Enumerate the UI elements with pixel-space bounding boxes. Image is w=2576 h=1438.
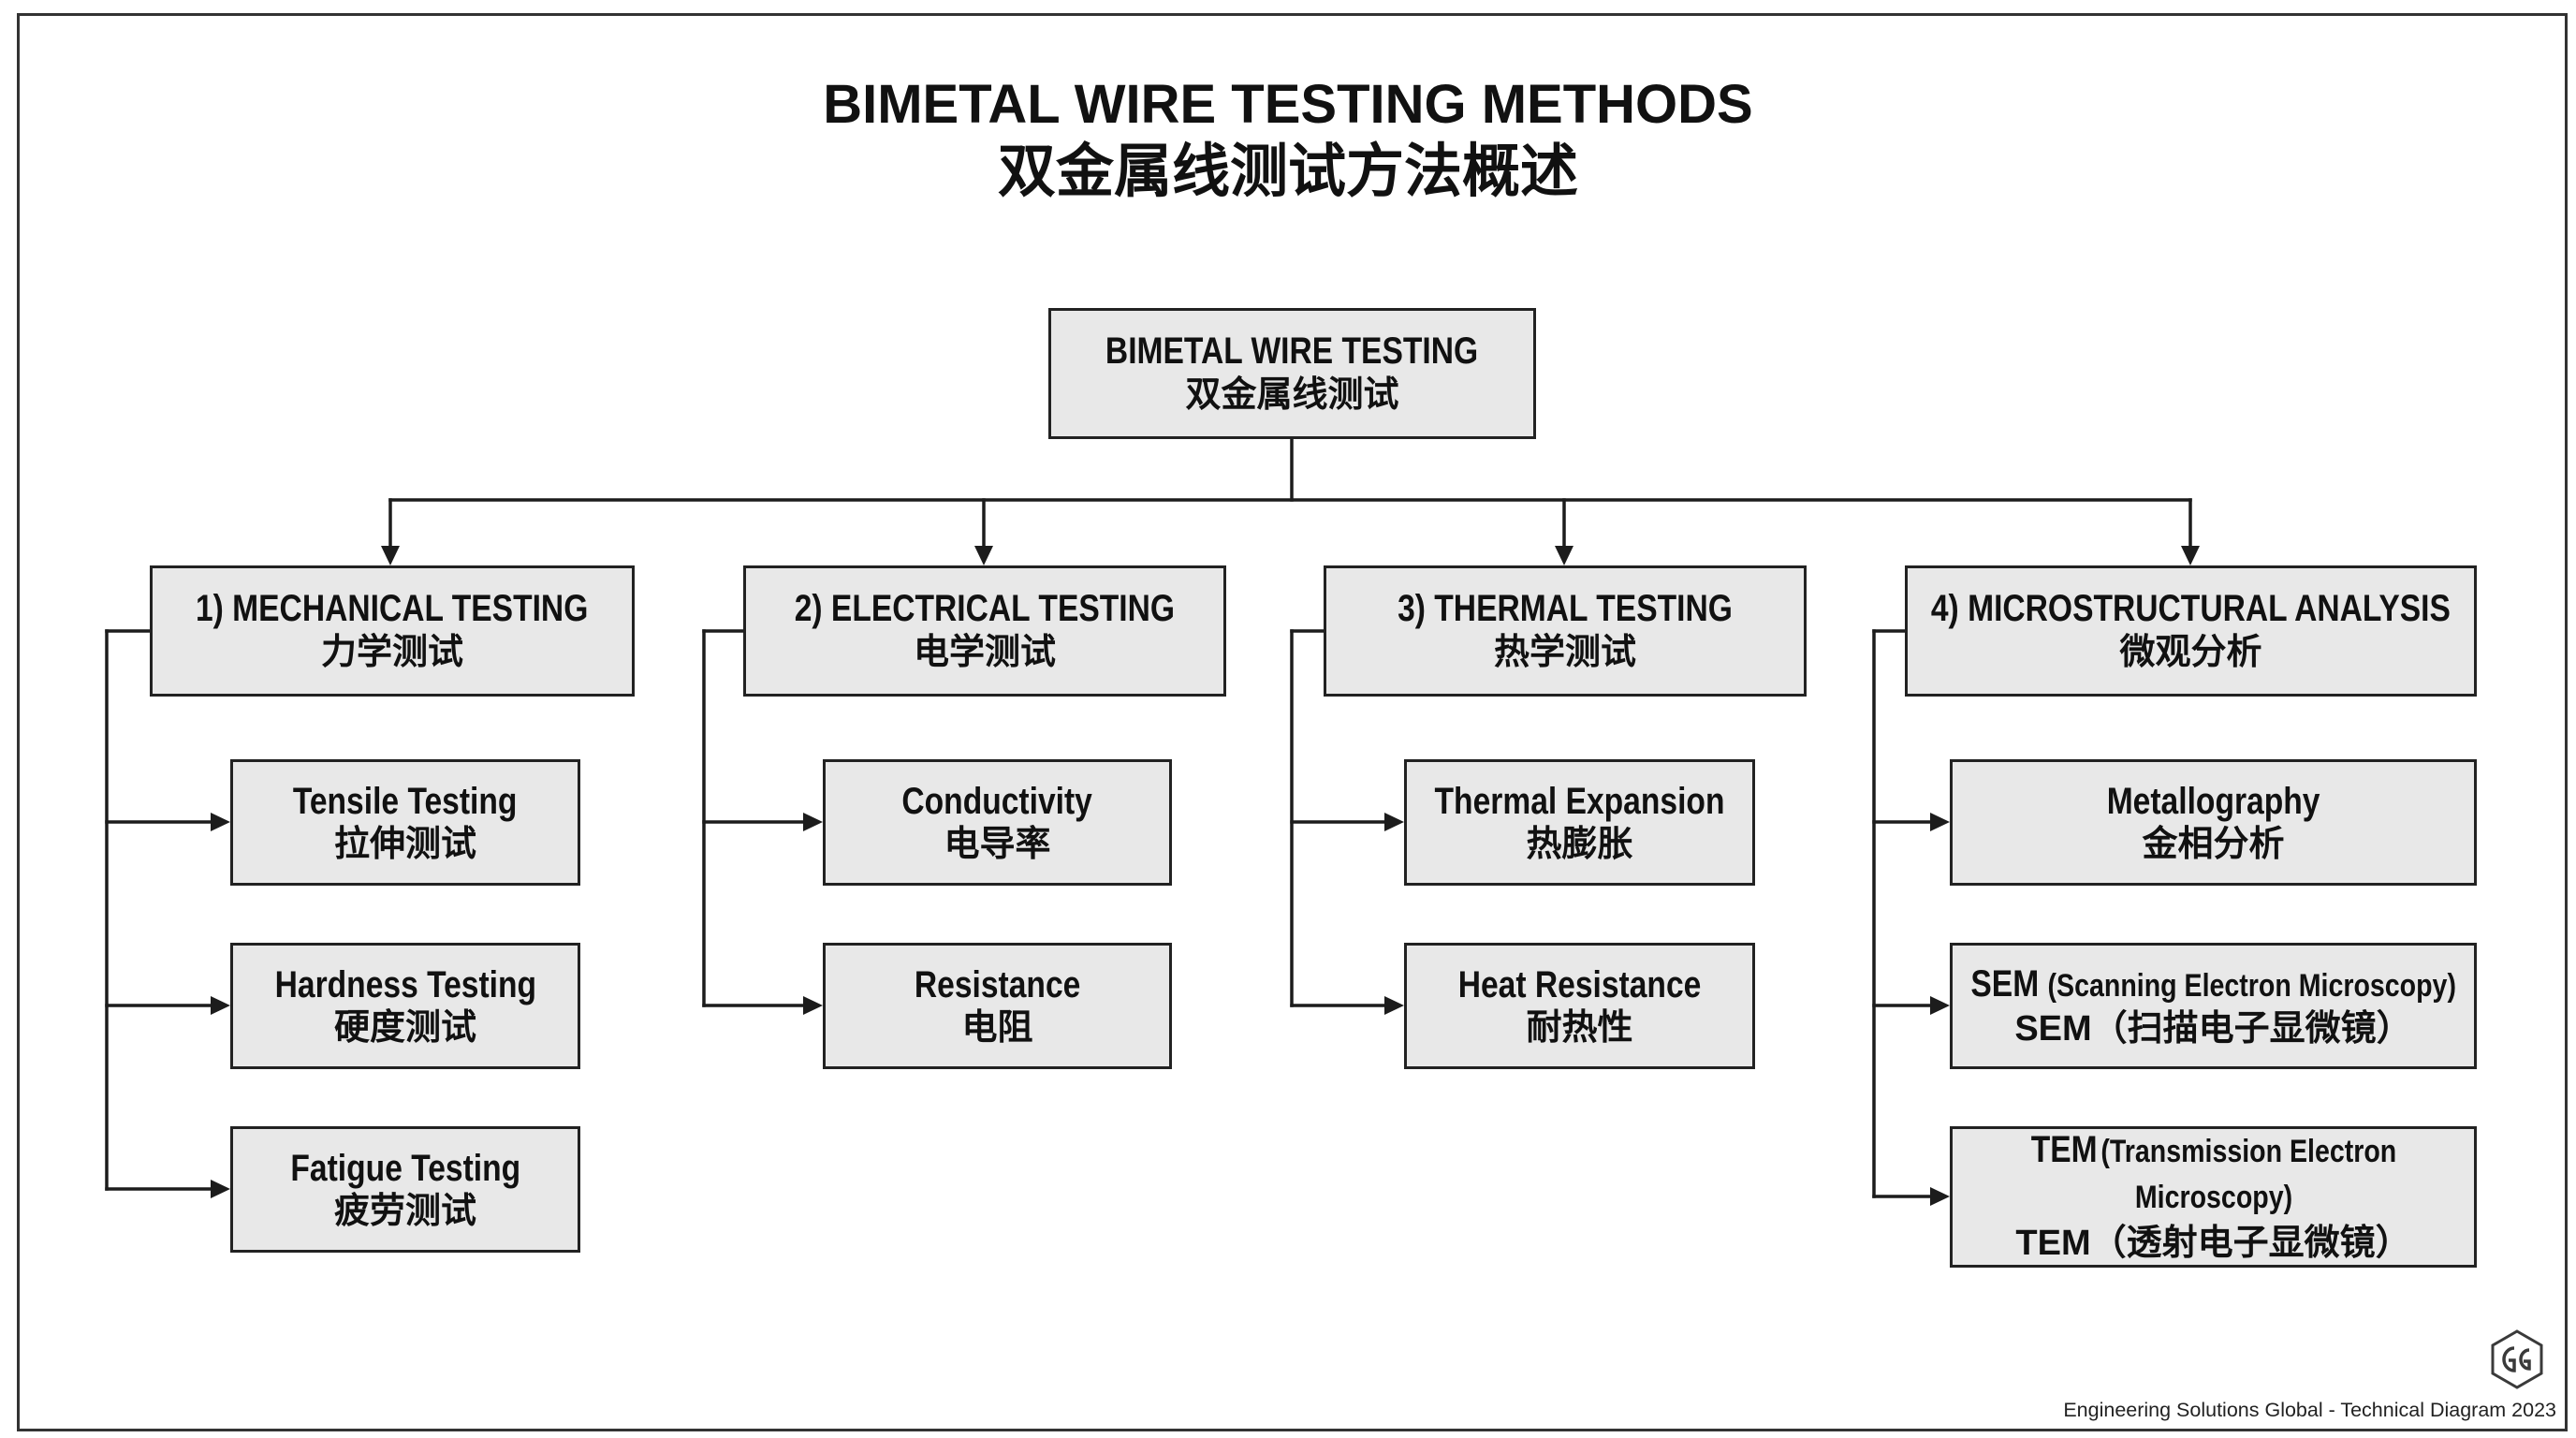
method-label-chinese: 金相分析 <box>2142 824 2285 864</box>
page-title: BIMETAL WIRE TESTING METHODS <box>823 74 1753 135</box>
method-abbreviation: SEM <box>1970 962 2040 1005</box>
root-node: BIMETAL WIRE TESTING 双金属线测试 <box>1048 308 1536 439</box>
method-label: TEM (Transmission Electron Microscopy) <box>1993 1130 2433 1224</box>
root-node-label: BIMETAL WIRE TESTING <box>1105 330 1479 372</box>
method-label: Metallography <box>2106 780 2320 822</box>
method-label: Thermal Expansion <box>1434 780 1725 822</box>
category-label-chinese: 力学测试 <box>320 633 463 672</box>
method-node-heat-resistance: Heat Resistance 耐热性 <box>1404 943 1755 1069</box>
method-label: Heat Resistance <box>1457 963 1702 1005</box>
category-label: 2) ELECTRICAL TESTING <box>794 588 1176 629</box>
method-node-tensile-testing: Tensile Testing 拉伸测试 <box>230 759 580 886</box>
method-label: SEM (Scanning Electron Microscopy) <box>1970 962 2456 1007</box>
method-label-chinese: 电导率 <box>944 824 1051 864</box>
method-node-fatigue-testing: Fatigue Testing 疲劳测试 <box>230 1126 580 1253</box>
category-label-chinese: 电学测试 <box>913 633 1056 672</box>
category-node-microstructural: 4) MICROSTRUCTURAL ANALYSIS 微观分析 <box>1905 565 2477 697</box>
method-abbreviation: TEM <box>2030 1129 2098 1170</box>
method-label-chinese: 电阻 <box>961 1007 1033 1048</box>
method-full-name: (Transmission Electron Microscopy) <box>2100 1134 2396 1215</box>
method-node-metallography: Metallography 金相分析 <box>1950 759 2477 886</box>
category-label-chinese: 微观分析 <box>2119 633 2262 672</box>
method-node-conductivity: Conductivity 电导率 <box>823 759 1172 886</box>
category-label: 1) MECHANICAL TESTING <box>196 588 589 629</box>
method-node-hardness-testing: Hardness Testing 硬度测试 <box>230 943 580 1069</box>
method-label-chinese: 耐热性 <box>1526 1007 1633 1048</box>
method-node-tem: TEM (Transmission Electron Microscopy) T… <box>1950 1126 2477 1268</box>
method-label-chinese: 拉伸测试 <box>333 824 476 864</box>
method-label-chinese: SEM（扫描电子显微镜） <box>2014 1008 2412 1049</box>
method-label: Resistance <box>914 963 1081 1005</box>
method-node-sem: SEM (Scanning Electron Microscopy) SEM（扫… <box>1950 943 2477 1069</box>
method-label-chinese: 疲劳测试 <box>333 1191 476 1231</box>
category-node-mechanical: 1) MECHANICAL TESTING 力学测试 <box>150 565 635 697</box>
method-node-resistance: Resistance 电阻 <box>823 943 1172 1069</box>
method-label: Hardness Testing <box>274 963 536 1005</box>
method-label-chinese: 硬度测试 <box>333 1007 476 1048</box>
category-node-electrical: 2) ELECTRICAL TESTING 电学测试 <box>743 565 1226 697</box>
method-label-chinese: 热膨胀 <box>1526 824 1633 864</box>
method-full-name: (Scanning Electron Microscopy) <box>2047 967 2456 1004</box>
method-label: Conductivity <box>901 780 1093 822</box>
diagram-frame <box>17 13 2568 1431</box>
method-label-chinese: TEM（透射电子显微镜） <box>2015 1224 2411 1263</box>
page-title-chinese: 双金属线测试方法概述 <box>997 139 1578 204</box>
method-node-thermal-expansion: Thermal Expansion 热膨胀 <box>1404 759 1755 886</box>
method-label: Tensile Testing <box>293 780 518 822</box>
root-node-label-chinese: 双金属线测试 <box>1185 375 1399 415</box>
category-label: 4) MICROSTRUCTURAL ANALYSIS <box>1930 588 2452 629</box>
hexagon-logo-icon <box>2491 1329 2543 1389</box>
category-node-thermal: 3) THERMAL TESTING 热学测试 <box>1324 565 1807 697</box>
category-label-chinese: 热学测试 <box>1493 633 1636 672</box>
method-label: Fatigue Testing <box>290 1147 520 1189</box>
category-label: 3) THERMAL TESTING <box>1398 588 1733 629</box>
footer-credit: Engineering Solutions Global - Technical… <box>2063 1399 2556 1421</box>
